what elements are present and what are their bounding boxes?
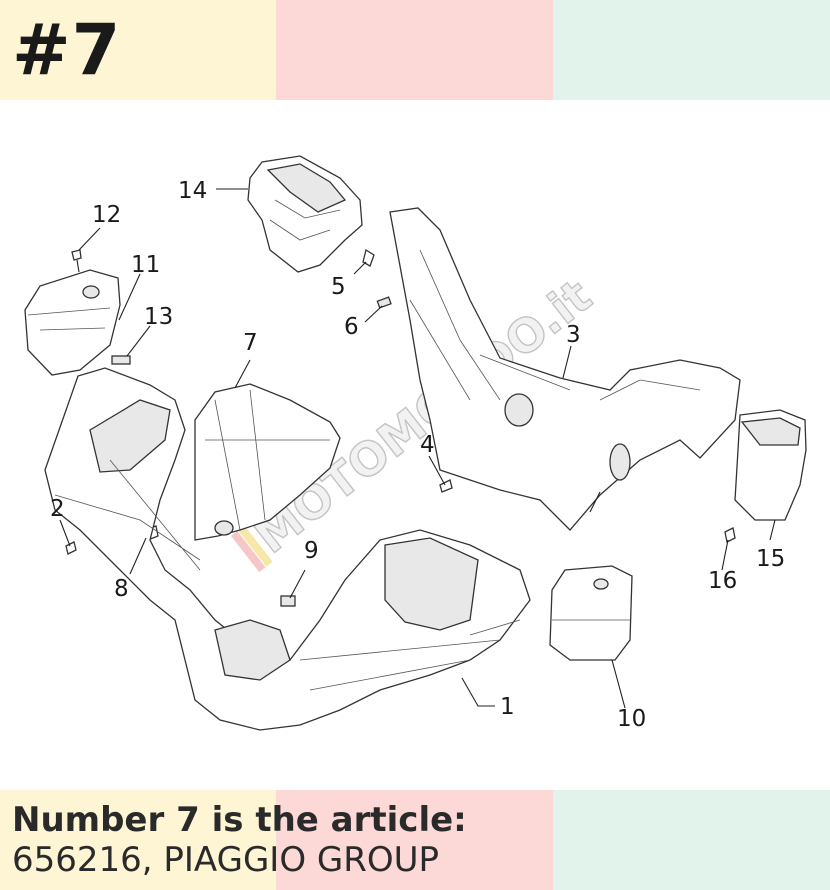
- band-segment-pink: [276, 790, 553, 890]
- part-number-heading: #7: [12, 9, 122, 91]
- header-color-band: [0, 0, 830, 100]
- callout-2: 2: [50, 496, 65, 522]
- part-14-switch-housing: [247, 155, 363, 273]
- callout-4: 4: [420, 432, 435, 458]
- callout-13: 13: [144, 304, 173, 330]
- footer-color-band: [0, 790, 830, 890]
- part-4-screw: [439, 479, 453, 493]
- part-3-rear-cover: [389, 207, 741, 531]
- part-15-switch: [734, 409, 807, 521]
- band-segment-yellow: [0, 0, 276, 100]
- callout-5: 5: [331, 274, 346, 300]
- article-caption-code: 656216, PIAGGIO GROUP: [12, 840, 440, 880]
- callout-labels: 14 12 11 13 5 6 3 7 4 2 8 9 1 10 16 15: [50, 178, 785, 732]
- callout-1: 1: [500, 694, 515, 720]
- part-7-front-cover: [194, 383, 341, 541]
- callout-8: 8: [114, 576, 129, 602]
- callout-14: 14: [178, 178, 207, 204]
- article-caption-title: Number 7 is the article:: [12, 800, 467, 840]
- callout-10: 10: [617, 706, 646, 732]
- callout-3: 3: [566, 322, 581, 348]
- part-13-clip: [111, 355, 131, 365]
- part-1-lower-shield: [44, 367, 531, 731]
- band-segment-green: [553, 0, 830, 100]
- part-10-box-cover: [549, 565, 633, 661]
- band-segment-yellow: [0, 790, 276, 890]
- callout-6: 6: [344, 314, 359, 340]
- part-9-clip: [280, 595, 296, 607]
- part-2-screw: [65, 541, 77, 555]
- leader-lines: [59, 188, 776, 709]
- callout-15: 15: [756, 546, 785, 572]
- callout-16: 16: [708, 568, 737, 594]
- part-12-screw: [71, 249, 82, 273]
- band-segment-green: [553, 790, 830, 890]
- part-16-screw: [724, 527, 736, 543]
- exploded-parts-diagram: MOTOMONDO.it: [24, 155, 807, 732]
- callout-11: 11: [131, 252, 160, 278]
- callout-12: 12: [92, 202, 121, 228]
- band-segment-pink: [276, 0, 553, 100]
- callout-9: 9: [304, 538, 319, 564]
- part-11-cover-cap: [24, 269, 121, 376]
- part-6-clip: [376, 296, 392, 309]
- callout-7: 7: [243, 330, 258, 356]
